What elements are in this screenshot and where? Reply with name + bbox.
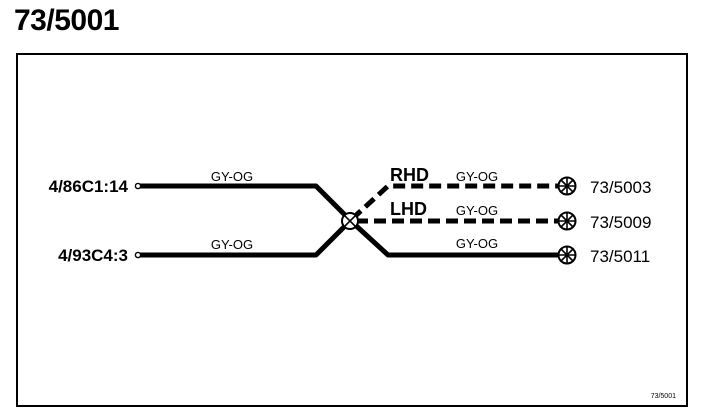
variant-label-lhd: LHD: [390, 199, 427, 219]
wire-output-1: [350, 183, 560, 221]
variant-label-rhd: RHD: [390, 165, 429, 185]
wire-color-label-output-1: GY-OG: [456, 169, 498, 184]
wire-color-label-output-2: GY-OG: [456, 203, 498, 218]
wire-color-label-output-3: GY-OG: [456, 236, 498, 251]
ground-star-icon: [557, 176, 577, 196]
connector-label-1: 4/86C1:14: [49, 177, 129, 196]
wire-color-label-input-2: GY-OG: [211, 237, 253, 252]
wire-input-1: [140, 183, 352, 222]
page-title: 73/5001: [14, 4, 119, 37]
output-label-3: 73/5011: [590, 247, 650, 266]
diagram-frame: [16, 53, 688, 407]
wire-output-3: [350, 220, 560, 258]
ground-star-icon: [557, 245, 577, 265]
wire-input-2: [140, 219, 352, 258]
wire-color-label-input-1: GY-OG: [211, 169, 253, 184]
output-label-2: 73/5009: [590, 213, 651, 232]
splice-circle-x-icon: [341, 212, 359, 230]
connector-label-2: 4/93C4:3: [58, 246, 128, 265]
diagram-reference: 73/5001: [651, 393, 676, 400]
ground-star-icon: [557, 211, 577, 231]
output-label-1: 73/5003: [590, 178, 651, 197]
connector-pin-icon: [134, 251, 142, 259]
connector-pin-icon: [134, 182, 142, 190]
